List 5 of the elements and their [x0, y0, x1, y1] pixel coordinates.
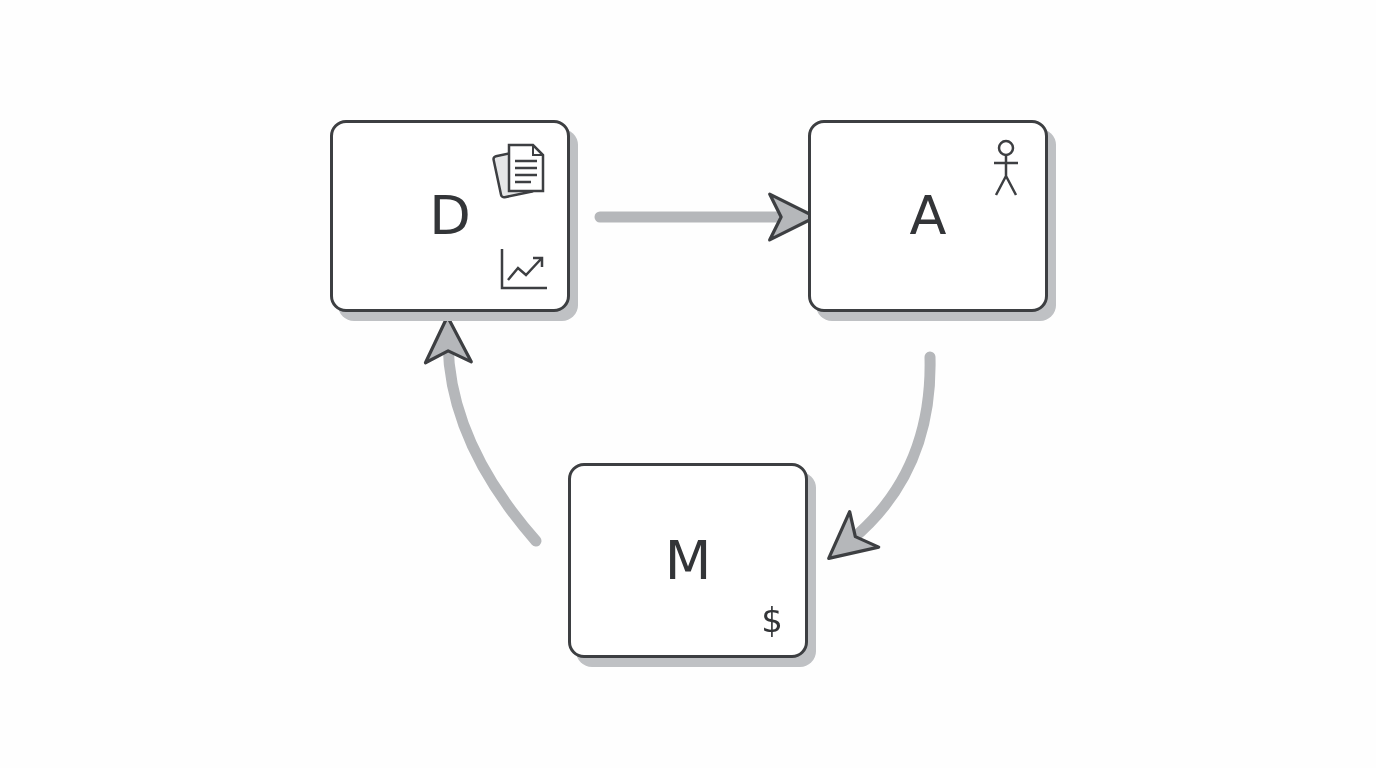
- dollar-sign: $: [761, 603, 783, 637]
- node-label: D: [429, 189, 471, 243]
- node-label: M: [664, 533, 712, 588]
- node-label: A: [909, 189, 947, 243]
- arrow: [827, 351, 936, 561]
